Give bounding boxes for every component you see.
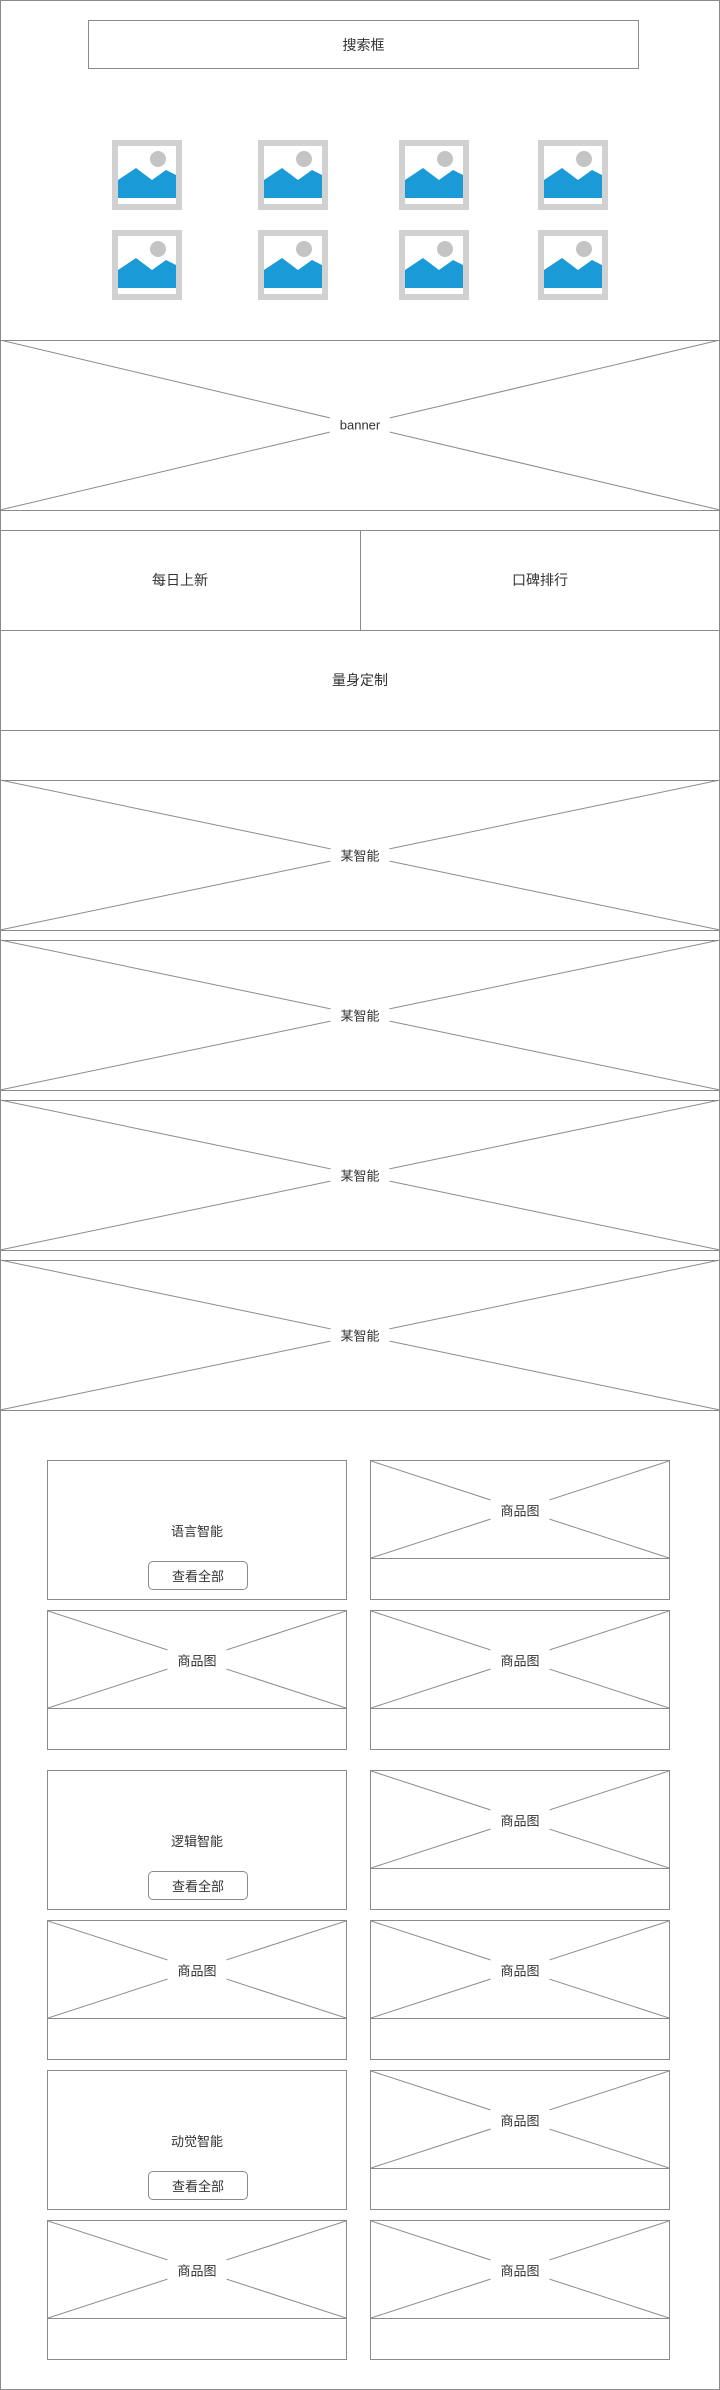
product-image: 商品图	[371, 2071, 669, 2169]
divider	[0, 930, 720, 931]
image-glyph	[264, 146, 322, 204]
product-image-label: 商品图	[167, 1648, 227, 1671]
category-card: 动觉智能查看全部	[47, 2070, 347, 2210]
divider	[0, 630, 720, 631]
product-image-label: 商品图	[490, 1498, 550, 1521]
category-card: 语言智能查看全部	[47, 1460, 347, 1600]
reputation-ranking-label: 口碑排行	[512, 572, 568, 588]
product-card[interactable]: 商品图	[370, 2070, 670, 2210]
divider	[0, 780, 720, 781]
divider	[0, 1090, 720, 1091]
product-image: 商品图	[371, 1921, 669, 2019]
divider	[0, 510, 720, 511]
product-caption	[371, 1870, 669, 1909]
image-icon[interactable]	[258, 140, 328, 210]
custom-link[interactable]: 量身定制	[0, 630, 720, 730]
product-card[interactable]: 商品图	[370, 1460, 670, 1600]
image-glyph	[405, 146, 463, 204]
product-card[interactable]: 商品图	[47, 2220, 347, 2360]
feature-banner[interactable]: 某智能	[0, 780, 720, 930]
product-caption	[48, 2320, 346, 2359]
feature-label: 某智能	[330, 1323, 390, 1347]
product-image: 商品图	[48, 1611, 346, 1709]
reputation-ranking-link[interactable]: 口碑排行	[360, 530, 720, 630]
banner[interactable]: banner	[0, 340, 720, 510]
divider	[0, 1260, 720, 1261]
view-all-button[interactable]: 查看全部	[148, 2171, 248, 2200]
product-card[interactable]: 商品图	[370, 1770, 670, 1910]
divider	[0, 1250, 720, 1251]
product-image: 商品图	[48, 2221, 346, 2319]
divider	[360, 530, 361, 630]
product-image-label: 商品图	[490, 1808, 550, 1831]
custom-label: 量身定制	[332, 672, 388, 688]
product-image-label: 商品图	[490, 2108, 550, 2131]
product-card[interactable]: 商品图	[370, 2220, 670, 2360]
banner-label: banner	[329, 415, 391, 435]
product-card[interactable]: 商品图	[370, 1610, 670, 1750]
divider	[0, 1410, 720, 1411]
daily-new-label: 每日上新	[152, 572, 208, 588]
divider	[0, 730, 720, 731]
product-card[interactable]: 商品图	[370, 1920, 670, 2060]
category-title: 动觉智能	[170, 2134, 223, 2149]
category-title: 逻辑智能	[170, 1834, 223, 1849]
feature-label: 某智能	[330, 1163, 390, 1187]
product-card[interactable]: 商品图	[47, 1920, 347, 2060]
product-image: 商品图	[48, 1921, 346, 2019]
image-icon[interactable]	[538, 230, 608, 300]
image-icon[interactable]	[112, 230, 182, 300]
image-glyph	[118, 236, 176, 294]
product-caption	[371, 2020, 669, 2059]
image-icon[interactable]	[399, 230, 469, 300]
product-caption	[371, 1560, 669, 1599]
view-all-button[interactable]: 查看全部	[148, 1871, 248, 1900]
feature-banner[interactable]: 某智能	[0, 1100, 720, 1250]
image-glyph	[544, 236, 602, 294]
product-image: 商品图	[371, 1771, 669, 1869]
product-image: 商品图	[371, 2221, 669, 2319]
product-card[interactable]: 商品图	[47, 1610, 347, 1750]
image-glyph	[264, 236, 322, 294]
daily-new-link[interactable]: 每日上新	[0, 530, 360, 630]
feature-banner[interactable]: 某智能	[0, 1260, 720, 1410]
view-all-button[interactable]: 查看全部	[148, 1561, 248, 1590]
product-image-label: 商品图	[490, 1958, 550, 1981]
category-title: 语言智能	[170, 1524, 223, 1539]
product-caption	[371, 2320, 669, 2359]
product-caption	[371, 1710, 669, 1749]
search-input[interactable]: 搜索框	[88, 20, 639, 69]
feature-label: 某智能	[330, 843, 390, 867]
category-card: 逻辑智能查看全部	[47, 1770, 347, 1910]
image-icon[interactable]	[399, 140, 469, 210]
product-image: 商品图	[371, 1461, 669, 1559]
divider	[0, 940, 720, 941]
image-icon[interactable]	[538, 140, 608, 210]
divider	[0, 1100, 720, 1101]
product-image-label: 商品图	[490, 1648, 550, 1671]
divider	[0, 340, 720, 341]
image-icon[interactable]	[258, 230, 328, 300]
image-glyph	[405, 236, 463, 294]
image-glyph	[118, 146, 176, 204]
image-icon[interactable]	[112, 140, 182, 210]
product-caption	[48, 2020, 346, 2059]
product-caption	[371, 2170, 669, 2209]
product-image: 商品图	[371, 1611, 669, 1709]
feature-label: 某智能	[330, 1003, 390, 1027]
feature-banner[interactable]: 某智能	[0, 940, 720, 1090]
product-image-label: 商品图	[490, 2258, 550, 2281]
search-placeholder: 搜索框	[342, 36, 385, 53]
product-image-label: 商品图	[167, 1958, 227, 1981]
product-caption	[48, 1710, 346, 1749]
product-image-label: 商品图	[167, 2258, 227, 2281]
image-glyph	[544, 146, 602, 204]
